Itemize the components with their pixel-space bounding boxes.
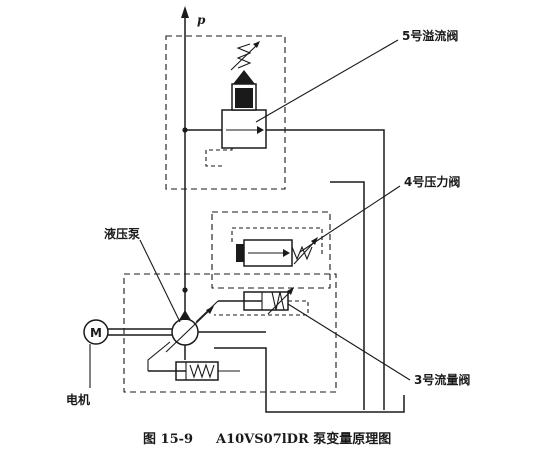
motor-group: M <box>83 319 172 345</box>
pump-enclosure <box>123 273 337 393</box>
pressure-label: p <box>197 13 206 27</box>
pressure-line <box>181 6 189 330</box>
return-line-relief <box>266 129 385 410</box>
pressure-line-arrow <box>181 6 189 18</box>
pump-output-triangle <box>179 310 191 320</box>
flow-valve-spring <box>271 291 285 311</box>
leader-hydraulic-pump <box>139 239 181 323</box>
pressure-valve-label: 4号压力阀 <box>404 174 460 189</box>
pressure-valve-group <box>211 211 331 289</box>
pressure-valve-spring <box>291 245 313 261</box>
motor-symbol <box>83 319 109 345</box>
motor-label: 电机 <box>66 392 90 407</box>
leader-relief-valve <box>255 39 399 123</box>
relief-valve-group <box>165 35 286 190</box>
flow-valve-label: 3号流量阀 <box>414 372 470 387</box>
return-line-pressure <box>330 181 365 410</box>
relief-valve-poppet <box>233 70 255 84</box>
pressure-valve-solenoid <box>236 244 244 262</box>
spring-cylinder <box>147 341 240 381</box>
junction-dot <box>182 287 188 293</box>
tank <box>265 395 405 413</box>
leader-flow-valve <box>287 303 411 381</box>
motor-symbol-label: M <box>90 326 102 340</box>
hydraulic-pump <box>165 300 267 395</box>
figure-number: 图 15-9 <box>143 432 193 447</box>
leader-pressure-valve <box>299 185 401 253</box>
figure-title: A10VS07lDR 泵变量原理图 <box>215 431 391 447</box>
spring-cylinder-spring <box>189 363 215 379</box>
pump-variable-arrow <box>165 307 213 353</box>
relief-valve-spring <box>236 43 252 69</box>
pressure-valve-enclosure <box>211 211 331 289</box>
flow-valve-group <box>214 287 309 316</box>
relief-valve-label: 5号溢流阀 <box>402 28 458 43</box>
relief-valve-enclosure <box>165 35 286 190</box>
hydraulic-pump-label: 液压泵 <box>104 226 140 241</box>
